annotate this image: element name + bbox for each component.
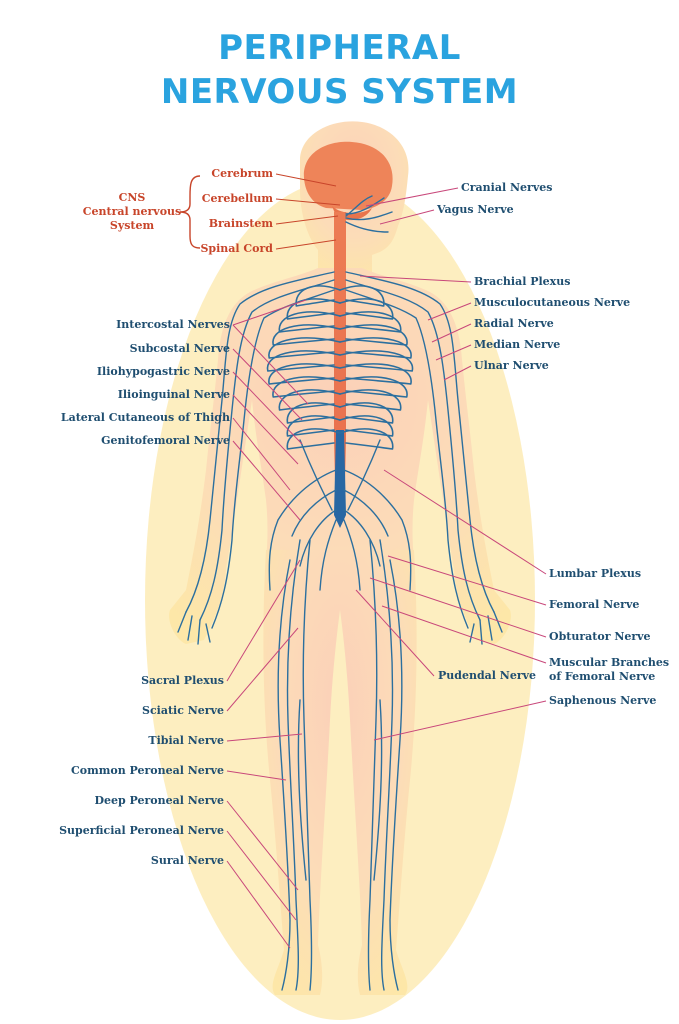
leader-subcostal-nerve xyxy=(232,348,303,421)
label-radial-nerve: Radial Nerve xyxy=(474,317,554,330)
leader-saphenous-nerve xyxy=(373,700,547,741)
rib-r-11 xyxy=(339,415,394,437)
rib-l-4 xyxy=(272,324,341,346)
label-lumbar-plexus: Lumbar Plexus xyxy=(549,567,642,580)
leader-iliohypogastric-nerve xyxy=(232,371,303,445)
label-cerebellum: Cerebellum xyxy=(201,192,273,205)
rib-l-2 xyxy=(286,298,341,320)
label-pudendal-nerve: Pudendal Nerve xyxy=(438,669,537,682)
label-ulnar-nerve: Ulnar Nerve xyxy=(474,359,549,372)
label-intercostal-nerves: Intercostal Nerves xyxy=(116,318,230,331)
label-vagus-nerve: Vagus Nerve xyxy=(437,203,514,216)
cns-label-line-1: CNS xyxy=(118,191,146,204)
label-musculocutaneous-nerve: Musculocutaneous Nerve xyxy=(474,296,631,309)
rib-r-2 xyxy=(339,298,394,320)
leader-obturator-nerve xyxy=(369,577,547,638)
label-subcostal-nerve: Subcostal Nerve xyxy=(129,342,230,355)
leader-ulnar-nerve xyxy=(443,365,472,381)
leader-musculocutaneous-nerve xyxy=(427,302,472,321)
label-sciatic-nerve: Sciatic Nerve xyxy=(142,704,224,717)
rib-l-8 xyxy=(272,376,341,398)
leader-femoral-nerve xyxy=(387,555,547,606)
rib-r-12 xyxy=(339,428,394,450)
rib-l-9 xyxy=(278,389,341,411)
leader-common-peroneal-nerve xyxy=(226,770,287,781)
label-median-nerve: Median Nerve xyxy=(474,338,561,351)
leader-brachial-plexus xyxy=(359,275,472,283)
label-femoral-nerve: Femoral Nerve xyxy=(549,598,640,611)
leader-ilioinguinal-nerve xyxy=(232,394,299,465)
leader-lateral-cutaneous-of-thigh xyxy=(232,417,291,491)
leader-muscular-branches xyxy=(381,605,547,664)
leader-genitofemoral-nerve xyxy=(232,440,301,521)
rib-l-12 xyxy=(286,428,341,450)
label-genitofemoral-nerve: Genitofemoral Nerve xyxy=(101,434,230,447)
rib-l-11 xyxy=(286,415,341,437)
leader-lines xyxy=(226,173,547,949)
leader-intercostal-nerves-a xyxy=(232,299,307,326)
label-sural-nerve: Sural Nerve xyxy=(150,854,224,867)
rib-r-6 xyxy=(339,350,414,372)
leader-vagus-nerve xyxy=(379,209,435,225)
leader-deep-peroneal-nerve xyxy=(226,800,299,891)
leader-cerebrum xyxy=(275,173,337,187)
label-cranial-nerves: Cranial Nerves xyxy=(461,181,553,194)
leader-spinal-cord xyxy=(275,239,337,250)
label-deep-peroneal-nerve: Deep Peroneal Nerve xyxy=(94,794,224,807)
leader-sural-nerve xyxy=(226,860,291,949)
rib-r-1 xyxy=(339,285,385,307)
rib-r-8 xyxy=(339,376,408,398)
leader-tibial-nerve xyxy=(226,733,303,742)
cns-brace xyxy=(179,175,201,249)
rib-l-7 xyxy=(268,363,341,385)
spinal-cord xyxy=(334,212,346,528)
label-ilioinguinal-nerve: Ilioinguinal Nerve xyxy=(117,388,230,401)
label-muscular-branches-of-femoral-nerve: Muscular Branches of Femoral Nerve xyxy=(549,656,669,684)
label-brainstem: Brainstem xyxy=(208,217,273,230)
diagram-title-line-1: PERIPHERAL xyxy=(218,28,461,68)
leader-sacral-plexus xyxy=(226,559,301,682)
rib-l-5 xyxy=(268,337,341,359)
rib-r-10 xyxy=(339,402,394,424)
label-saphenous-nerve: Saphenous Nerve xyxy=(549,694,657,707)
leader-intercostal-nerves-b xyxy=(232,324,309,405)
label-sacral-plexus: Sacral Plexus xyxy=(141,674,224,687)
label-lateral-cutaneous-of-thigh: Lateral Cutaneous of Thigh xyxy=(60,411,230,424)
leader-median-nerve xyxy=(435,344,472,361)
diagram-title-line-2: NERVOUS SYSTEM xyxy=(160,72,519,112)
label-muscular-branches-line-1: Muscular Branches xyxy=(549,656,670,669)
label-common-peroneal-nerve: Common Peroneal Nerve xyxy=(70,764,224,777)
label-tibial-nerve: Tibial Nerve xyxy=(148,734,224,747)
label-obturator-nerve: Obturator Nerve xyxy=(549,630,651,643)
leader-brainstem xyxy=(275,215,339,225)
rib-r-5 xyxy=(339,337,412,359)
label-spinal-cord: Spinal Cord xyxy=(200,242,273,255)
leader-cerebellum xyxy=(275,198,341,206)
rib-r-9 xyxy=(339,389,402,411)
leader-superficial-peroneal-nerve xyxy=(226,830,297,921)
rib-l-6 xyxy=(266,350,341,372)
leader-radial-nerve xyxy=(431,323,472,343)
label-cerebrum: Cerebrum xyxy=(211,167,273,180)
rib-cage xyxy=(266,285,414,450)
cns-label-line-3: System xyxy=(109,219,155,232)
label-muscular-branches-line-2: of Femoral Nerve xyxy=(549,670,656,683)
leader-lumbar-plexus xyxy=(383,469,547,575)
rib-l-10 xyxy=(286,402,341,424)
cns-label-line-2: Central nervous xyxy=(82,205,182,218)
leader-sciatic-nerve xyxy=(226,627,299,712)
rib-r-7 xyxy=(339,363,412,385)
cns-group-label: CNS Central nervous System xyxy=(82,191,182,233)
leader-pudendal-nerve xyxy=(355,589,435,677)
label-iliohypogastric-nerve: Iliohypogastric Nerve xyxy=(96,365,230,378)
rib-l-1 xyxy=(295,285,341,307)
label-brachial-plexus: Brachial Plexus xyxy=(474,275,571,288)
leader-cranial-nerves xyxy=(365,187,459,207)
label-superficial-peroneal-nerve: Superficial Peroneal Nerve xyxy=(59,824,224,837)
rib-r-4 xyxy=(339,324,408,346)
